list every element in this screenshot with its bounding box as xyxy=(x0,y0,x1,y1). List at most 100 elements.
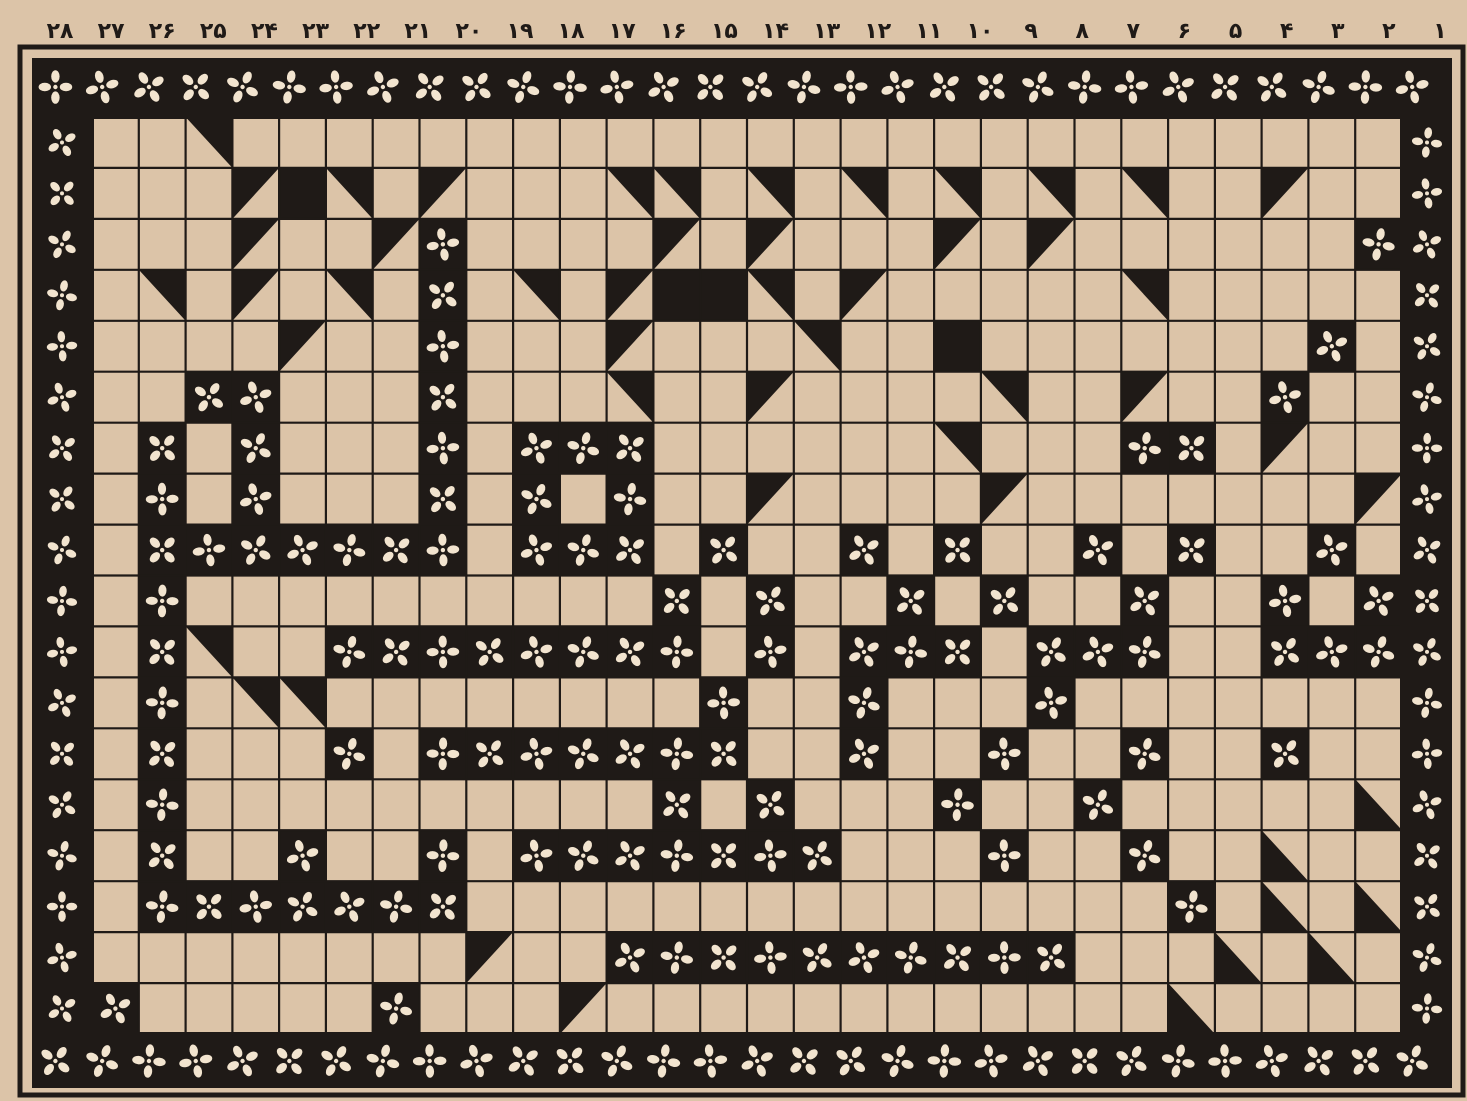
pattern-cell xyxy=(841,576,888,627)
pattern-cell xyxy=(326,219,373,270)
pattern-cell xyxy=(1308,525,1355,576)
flower-center xyxy=(441,497,445,501)
pattern-cell xyxy=(420,219,467,270)
flower-center xyxy=(615,1059,619,1063)
flower-center xyxy=(160,650,164,654)
pattern-cell xyxy=(607,677,654,728)
pattern-cell xyxy=(1355,932,1402,983)
flower-center xyxy=(909,599,913,603)
pattern-cell xyxy=(466,525,513,576)
pattern-cell xyxy=(373,474,420,525)
column-number-label: ۳ xyxy=(1331,19,1345,44)
pattern-cell xyxy=(186,830,233,881)
pattern-cell xyxy=(1215,881,1262,932)
pattern-cell xyxy=(1168,372,1215,423)
flower-center xyxy=(1002,955,1006,959)
flower-center xyxy=(1410,85,1414,89)
pattern-cell xyxy=(420,270,467,321)
pattern-cell xyxy=(513,626,560,677)
pattern-cell xyxy=(1028,168,1075,219)
pattern-cell xyxy=(1308,474,1355,525)
flower-center xyxy=(628,650,632,654)
pattern-cell xyxy=(1168,830,1215,881)
pattern-cell xyxy=(420,321,467,372)
pattern-cell xyxy=(841,525,888,576)
pattern-cell xyxy=(1308,779,1355,830)
pattern-cell xyxy=(513,474,560,525)
flower-center xyxy=(1425,854,1429,858)
flower-center xyxy=(254,548,258,552)
pattern-cell xyxy=(1308,117,1355,168)
pattern-cell xyxy=(887,372,934,423)
pattern-cell xyxy=(1215,626,1262,677)
flower-center xyxy=(989,85,993,89)
pattern-cell xyxy=(1308,372,1355,423)
pattern-cell xyxy=(981,117,1028,168)
pattern-cell xyxy=(794,677,841,728)
flower-center xyxy=(1425,395,1429,399)
pattern-cell xyxy=(279,881,326,932)
pattern-cell xyxy=(92,270,139,321)
pattern-cell xyxy=(466,983,513,1034)
pattern-cell xyxy=(513,983,560,1034)
pattern-cell xyxy=(1168,932,1215,983)
pattern-cell xyxy=(1308,830,1355,881)
flower-center xyxy=(1425,1007,1429,1011)
pattern-cell xyxy=(1262,576,1309,627)
flower-center xyxy=(768,803,772,807)
flower-center xyxy=(721,955,725,959)
pattern-cell xyxy=(373,881,420,932)
flower-center xyxy=(207,548,211,552)
pattern-cell xyxy=(887,270,934,321)
flower-center xyxy=(1270,1059,1274,1063)
pattern-cell xyxy=(560,372,607,423)
pattern-cell xyxy=(186,168,233,219)
pattern-cell xyxy=(653,830,700,881)
pattern-cell xyxy=(700,779,747,830)
pattern-cell xyxy=(981,525,1028,576)
flower-center xyxy=(768,853,772,857)
flower-center xyxy=(755,1059,759,1063)
flower-center xyxy=(427,1059,431,1063)
pattern-cell xyxy=(279,576,326,627)
pattern-cell xyxy=(373,423,420,474)
pattern-cell xyxy=(1355,881,1402,932)
flower-center xyxy=(347,752,351,756)
pattern-cell xyxy=(934,983,981,1034)
column-number-label: ۱۷ xyxy=(609,19,636,44)
pattern-cell xyxy=(186,525,233,576)
pattern-cell xyxy=(1028,881,1075,932)
flower-center xyxy=(534,752,538,756)
flower-center xyxy=(160,548,164,552)
flower-center xyxy=(581,752,585,756)
flower-center xyxy=(802,85,806,89)
flower-center xyxy=(1036,1059,1040,1063)
pattern-cell xyxy=(560,779,607,830)
pattern-cell xyxy=(607,881,654,932)
pattern-cell xyxy=(653,321,700,372)
flower-center xyxy=(1049,701,1053,705)
pattern-cell xyxy=(1168,474,1215,525)
pattern-cell xyxy=(841,117,888,168)
pattern-cell xyxy=(607,983,654,1034)
flower-center xyxy=(381,85,385,89)
pattern-cell xyxy=(887,983,934,1034)
flower-center xyxy=(581,853,585,857)
pattern-cell xyxy=(373,677,420,728)
pattern-cell xyxy=(232,881,279,932)
flower-center xyxy=(862,752,866,756)
pattern-cell xyxy=(1308,321,1355,372)
pattern-cell xyxy=(1121,677,1168,728)
pattern-cell xyxy=(1075,270,1122,321)
flower-center xyxy=(708,85,712,89)
pattern-cell xyxy=(232,525,279,576)
flower-petal xyxy=(66,903,77,911)
pattern-cell xyxy=(934,219,981,270)
pattern-cell xyxy=(420,117,467,168)
flower-center xyxy=(194,85,198,89)
pattern-cell xyxy=(420,474,467,525)
pattern-cell xyxy=(794,525,841,576)
pattern-cell xyxy=(1075,576,1122,627)
flower-center xyxy=(1129,1059,1133,1063)
